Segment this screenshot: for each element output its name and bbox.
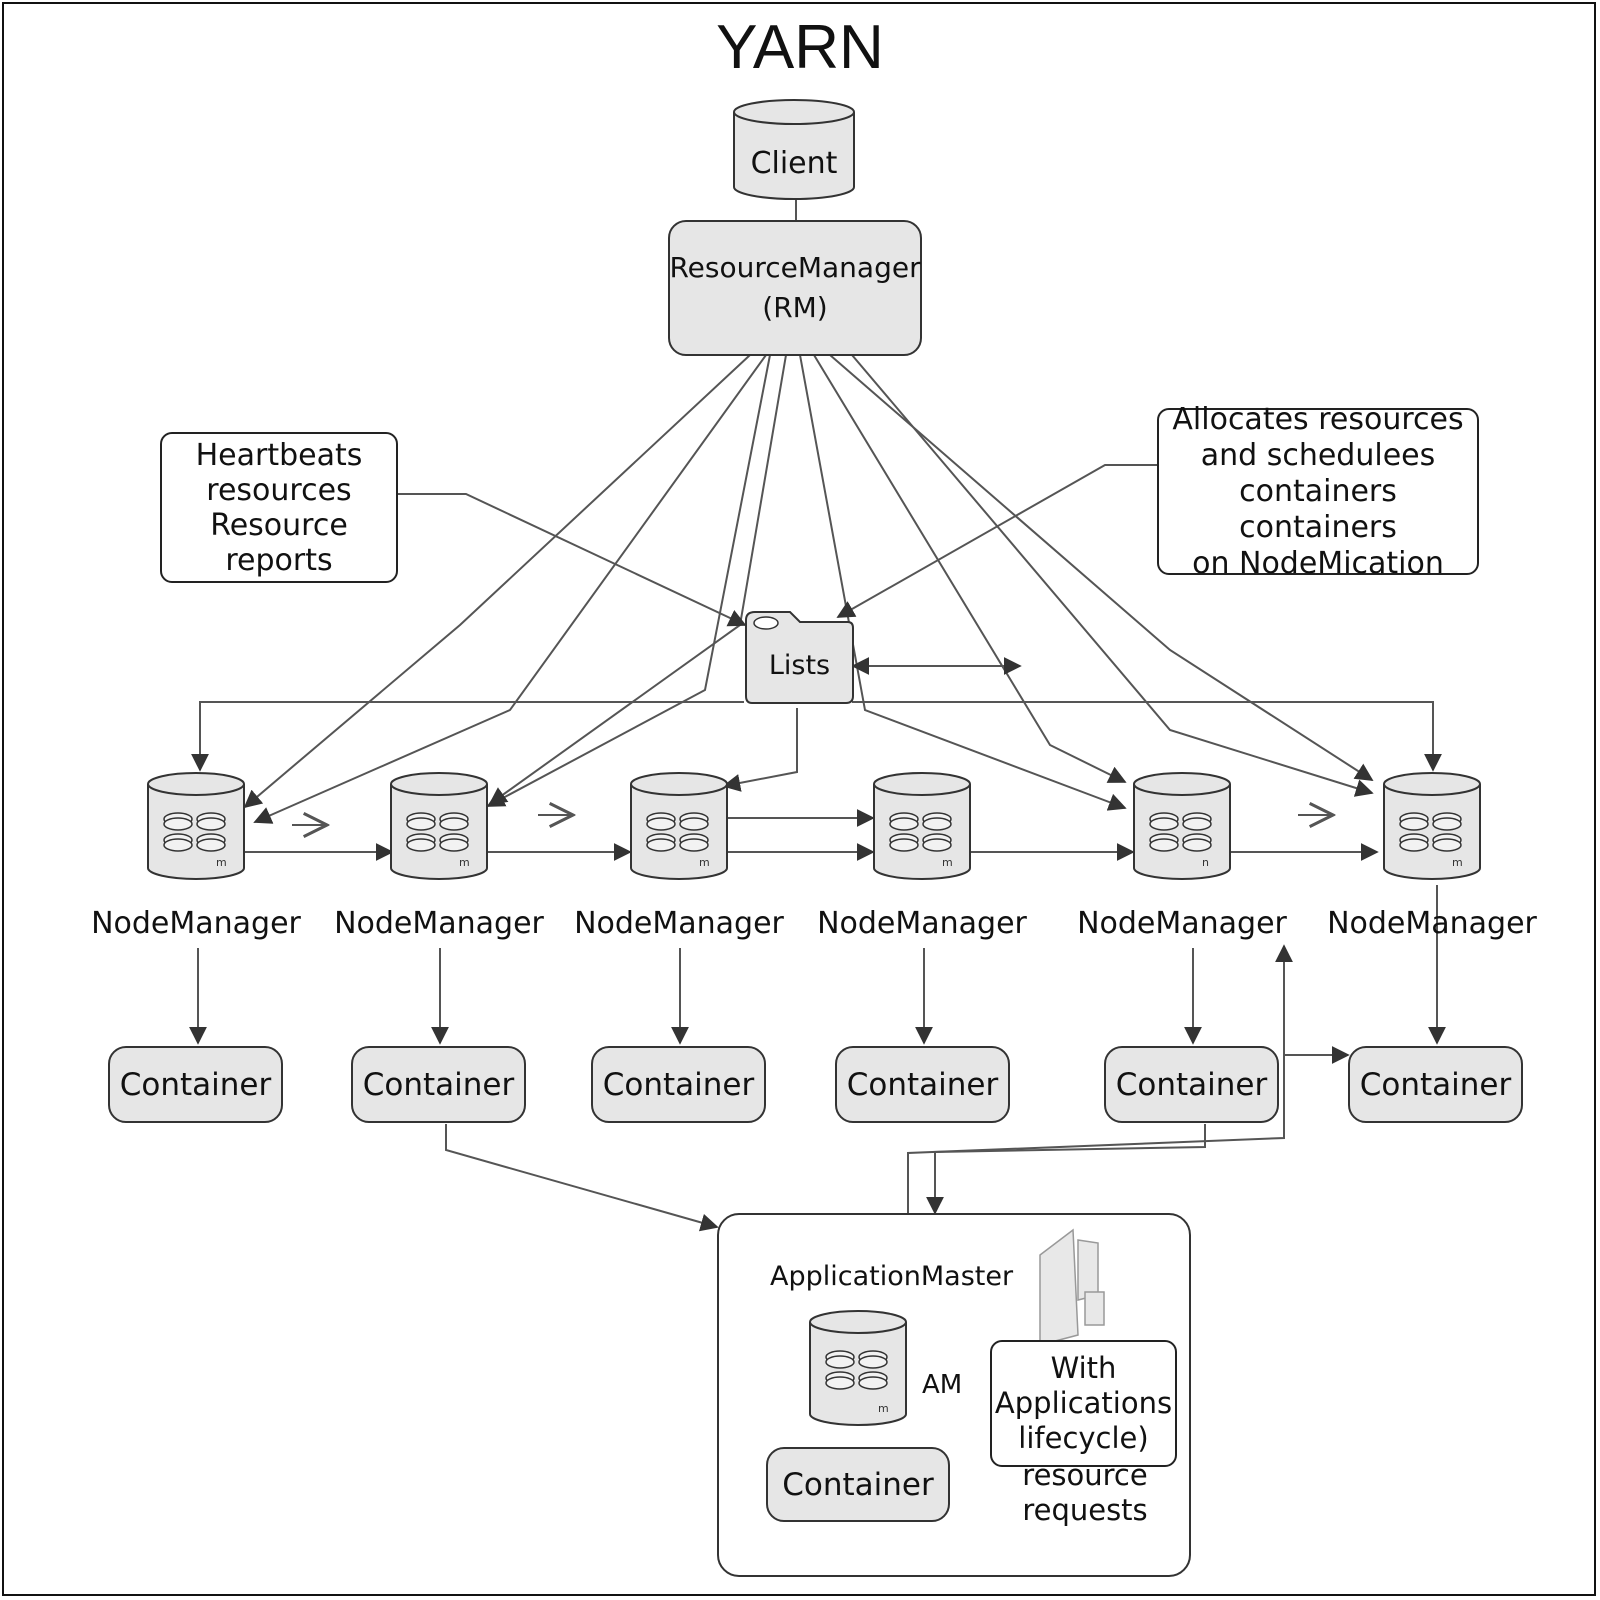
container2-to-am [445, 1124, 719, 1232]
resource-requests-label: resource requests [1022, 1458, 1148, 1527]
application-master-title: ApplicationMaster [770, 1261, 1014, 1292]
container5-to-am [926, 1124, 1206, 1215]
am-to-nm5 [907, 944, 1293, 1213]
nodemanager-label-1: NodeManager [91, 906, 301, 941]
am-label: AM [922, 1370, 963, 1400]
lists-to-nm3 [722, 708, 798, 792]
diagram-title: YARN [716, 13, 884, 82]
rm-to-nm5b-line [813, 354, 1127, 783]
rm-to-nm2b-line [488, 354, 787, 806]
rm-to-nm6b-line [829, 354, 1374, 781]
nodemanager-label-5: NodeManager [1077, 906, 1287, 941]
allocate-note-arrow [836, 464, 1157, 618]
resource-manager-box: ResourceManager (RM) [668, 220, 922, 356]
heartbeat-note-arrow [398, 493, 747, 627]
rm-to-nm6-line [851, 354, 1374, 797]
rm-to-nm5-line [799, 354, 1127, 811]
nodemanager-label-2: NodeManager [334, 906, 544, 941]
container-box-6: Container [1348, 1046, 1523, 1123]
rm-to-nm1b-line [253, 354, 767, 824]
container-box-5: Container [1104, 1046, 1279, 1123]
nodemanager-label-6: NodeManager [1327, 906, 1537, 941]
heartbeat-note: Heartbeats resources Resource reports [160, 432, 398, 583]
lists-to-nm6 [852, 701, 1442, 772]
client-label: Client [750, 146, 838, 181]
container-box-4: Container [835, 1046, 1010, 1123]
am-lifecycle-note: With Applications lifecycle) [990, 1340, 1177, 1467]
container-box-3: Container [591, 1046, 766, 1123]
container-box-2: Container [351, 1046, 526, 1123]
container-box-1: Container [108, 1046, 283, 1123]
am-container-box: Container [766, 1447, 950, 1522]
lists-label: Lists [768, 650, 831, 681]
lists-to-nm1 [191, 701, 744, 772]
rm-to-nm2-line [486, 354, 771, 807]
rm-to-nm1-line [243, 354, 751, 809]
nodemanager-label-3: NodeManager [574, 906, 784, 941]
nodemanager-label-4: NodeManager [817, 906, 1027, 941]
allocate-note: Allocates resources and schedulees conta… [1157, 402, 1479, 581]
